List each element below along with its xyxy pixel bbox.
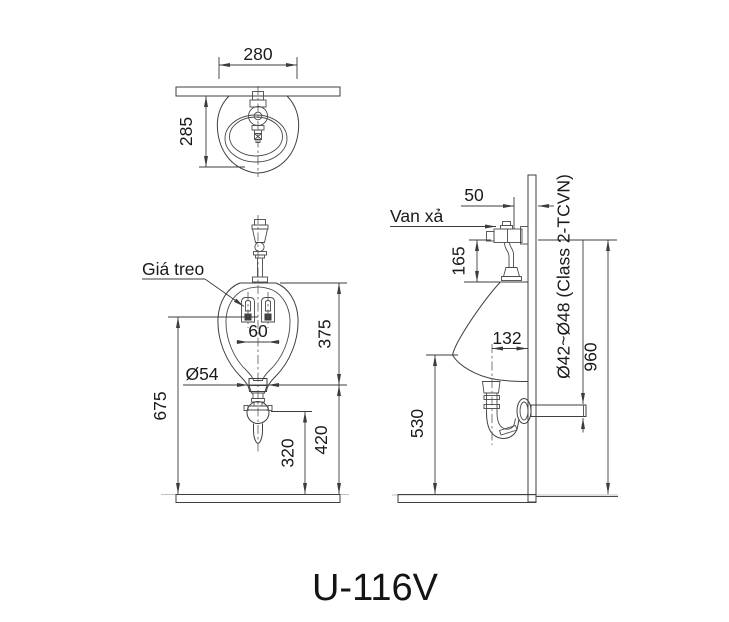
dim-outlet-height-420: 420 [311, 385, 341, 494]
floor-section [397, 494, 537, 503]
wall-section [527, 174, 537, 503]
dim-label-outlet-offset: 132 [492, 328, 521, 348]
label-hanger: Giá treo [142, 259, 245, 307]
dim-valve-height-165: 165 [449, 239, 500, 283]
front-view: Giá treo 60 375 Ø54 675 [142, 215, 349, 503]
dim-label-hanger-height: 675 [150, 391, 170, 420]
hanger-label-text: Giá treo [142, 259, 204, 279]
flush-valve-front [251, 219, 269, 283]
dim-outlet-dia-54: Ø54 [183, 364, 347, 387]
waste-outlet-pipe [530, 404, 587, 417]
wall-section [175, 86, 341, 97]
mounting-bracket-right [261, 292, 275, 328]
dim-label-outlet-dia: Ø54 [185, 364, 218, 384]
dim-rim-height-530: 530 [407, 354, 458, 494]
floor-section [175, 494, 341, 503]
drain-and-trap-front [243, 378, 273, 444]
dim-label-top-width: 280 [243, 44, 272, 64]
p-trap-side [483, 344, 587, 445]
dim-drain-pipe-spec: Ø42~Ø48 (Class 2-TCVN) [554, 174, 585, 433]
dim-label-valve-height: 165 [449, 246, 469, 275]
top-view: 280 285 [175, 44, 341, 177]
dim-label-upper-body: 375 [315, 319, 335, 348]
dim-supply-offset-50: 50 [461, 185, 554, 229]
urinal-body-side [452, 281, 528, 394]
dim-label-top-depth: 285 [176, 117, 196, 146]
urinal-bowl-top-outline [216, 95, 300, 174]
flush-valve-label-text: Van xả [390, 206, 443, 226]
flush-valve-top [248, 91, 268, 143]
dim-upper-body-375: 375 [280, 282, 347, 385]
dim-label-supply-height: 960 [581, 342, 601, 371]
dim-width-280: 280 [218, 44, 298, 79]
dim-hanger-spacing-60: 60 [236, 321, 280, 344]
dim-hanger-height-675: 675 [150, 316, 258, 494]
label-flush-valve: Van xả [390, 206, 496, 229]
dim-label-outlet-height: 420 [311, 425, 331, 454]
model-title: U-116V [312, 567, 439, 609]
dim-label-rim-height: 530 [407, 409, 427, 438]
dim-depth-285: 285 [176, 96, 245, 168]
dim-label-hanger-spacing: 60 [248, 321, 268, 341]
dim-outlet-offset-132: 132 [492, 328, 528, 351]
urinal-body-front [217, 282, 299, 392]
side-view: 50 Van xả 165 [390, 174, 618, 503]
dim-label-trap-height: 320 [278, 438, 298, 467]
dim-label-drain-spec: Ø42~Ø48 (Class 2-TCVN) [554, 174, 574, 379]
dim-trap-height-320: 320 [271, 411, 312, 494]
dim-label-supply-offset: 50 [464, 185, 484, 205]
dim-supply-height-960: 960 [538, 239, 617, 494]
flush-valve-side [486, 221, 529, 281]
